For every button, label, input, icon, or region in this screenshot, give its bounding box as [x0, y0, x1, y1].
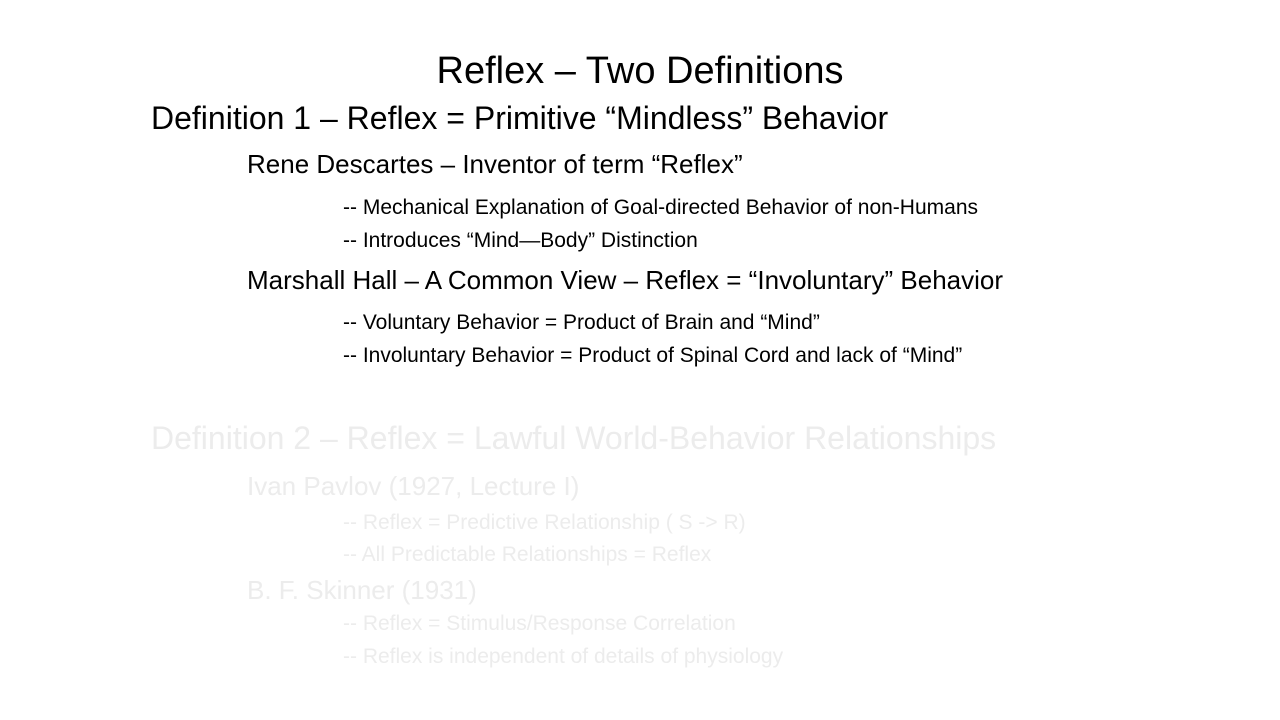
descartes-bullet-1: -- Mechanical Explanation of Goal-direct…: [343, 196, 978, 219]
skinner-bullet-2: -- Reflex is independent of details of p…: [343, 645, 784, 668]
definition-2-heading: Definition 2 – Reflex = Lawful World-Beh…: [151, 420, 997, 456]
hall-bullet-2: -- Involuntary Behavior = Product of Spi…: [343, 344, 963, 367]
pavlov-bullet-1: -- Reflex = Predictive Relationship ( S …: [343, 511, 746, 534]
hall-bullet-1: -- Voluntary Behavior = Product of Brain…: [343, 311, 820, 334]
pavlov-subheading: Ivan Pavlov (1927, Lecture I): [247, 471, 580, 501]
hall-subheading: Marshall Hall – A Common View – Reflex =…: [247, 265, 1004, 295]
descartes-subheading: Rene Descartes – Inventor of term “Refle…: [247, 149, 743, 179]
skinner-subheading: B. F. Skinner (1931): [247, 575, 477, 605]
skinner-bullet-1: -- Reflex = Stimulus/Response Correlatio…: [343, 612, 736, 635]
slide-title: Reflex – Two Definitions: [436, 50, 844, 92]
definition-1-heading: Definition 1 – Reflex = Primitive “Mindl…: [151, 100, 889, 136]
pavlov-bullet-2: -- All Predictable Relationships = Refle…: [343, 543, 712, 566]
descartes-bullet-2: -- Introduces “Mind—Body” Distinction: [343, 229, 698, 252]
